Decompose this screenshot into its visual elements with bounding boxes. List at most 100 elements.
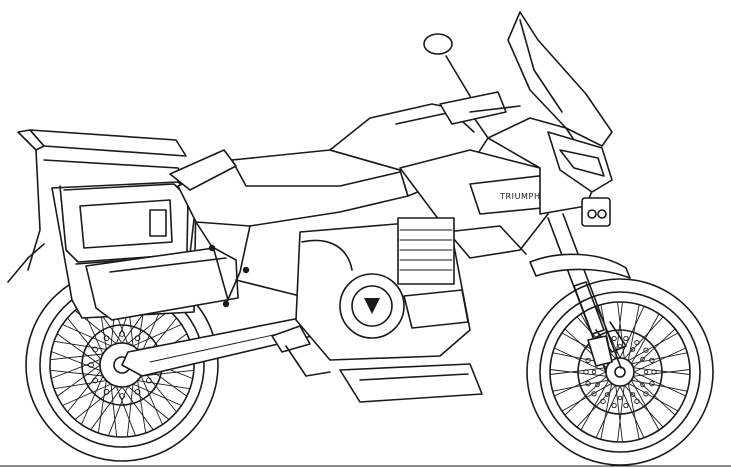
disc-hole [119,331,125,337]
front-brake-disc [577,329,663,415]
front-fender [529,253,631,279]
engine [295,217,471,361]
disc-hole [600,398,606,405]
spoke [90,386,123,431]
spoke [632,375,676,416]
spoke [50,351,102,372]
spoke [115,385,136,437]
spoke [140,369,195,377]
frame-bolt [242,266,250,274]
spoke [564,375,608,416]
disc-hole [649,357,655,364]
top-rack [29,129,187,157]
spoke [630,379,660,431]
disc-hole [583,369,589,375]
disc-hole [88,362,94,368]
spoke [56,333,101,366]
hand-guard [439,91,507,125]
fog-light [587,209,597,219]
spoke [132,383,182,406]
foot-peg [271,325,311,353]
rear-spokes [49,292,195,438]
disc-hole [630,392,636,397]
frame-bolt [222,300,230,308]
pannier-rack [7,129,201,283]
pannier-latch [149,209,167,237]
shroud-lower-edge [445,225,527,255]
spoke [630,352,688,365]
spoke [627,304,640,362]
spoke [580,379,610,431]
spoke [549,367,608,375]
front-axle [614,366,626,378]
disc-hole [134,335,141,342]
spoke [552,379,610,392]
spoke [137,380,191,390]
rack-strut [7,243,45,283]
seat-stitch-line [231,159,401,187]
disc-hole [651,369,657,375]
spoke [632,367,691,375]
spoke [81,375,104,425]
front-rim [549,301,691,443]
cylinder-head [397,217,455,285]
spoke [126,383,134,438]
windscreen [507,11,613,147]
tank-badge-text: TRIUMPH [499,192,541,201]
spoke [56,364,101,397]
spoke [132,324,182,347]
pannier-lid [79,199,173,249]
spoke [619,385,645,439]
disc-hole [623,335,629,342]
spoke [140,375,163,425]
engine-side-cover [403,289,469,329]
crash-bar [301,239,353,271]
disc-hole [649,380,655,387]
spoke [615,384,623,443]
spoke [127,385,170,420]
disc-hole [604,392,610,397]
triumph-logo-mark [364,298,380,314]
disc-hole [119,393,125,399]
front-disc-holes [583,335,657,409]
disc-hole [640,382,645,388]
disc-hole [643,369,649,375]
frame-bolt [208,244,216,252]
spoke [74,385,117,420]
disc-hole [585,357,591,364]
disc-hole [634,398,640,405]
disc-hole [634,339,640,346]
disc-hole [103,335,110,342]
disc-hole [145,377,152,384]
front-tire-inner [539,291,701,453]
spoke [633,371,687,397]
spoke [53,380,107,390]
disc-hole [585,380,591,387]
disc-hole [595,382,600,388]
spoke [121,386,154,431]
spoke [623,316,664,360]
spoke [127,310,170,345]
front-tire-outer [526,278,714,466]
spoke [627,382,640,440]
spoke [110,383,118,438]
disc-hole [92,346,99,353]
spoke [67,317,102,360]
spoke [561,382,613,412]
tail-section [169,149,237,191]
disc-hole [617,395,623,401]
spoke [600,382,613,440]
spoke [62,324,112,347]
spoke [108,385,129,437]
spoke [627,332,679,362]
clutch-cover [339,273,405,339]
spoke [49,369,104,377]
disc-hole [643,391,649,397]
mirror [423,33,453,55]
headlight-housing [547,131,613,193]
disc-hole [623,402,629,409]
spoke [617,301,625,360]
spoke [630,379,688,392]
clutch-cover-inner [351,285,393,327]
